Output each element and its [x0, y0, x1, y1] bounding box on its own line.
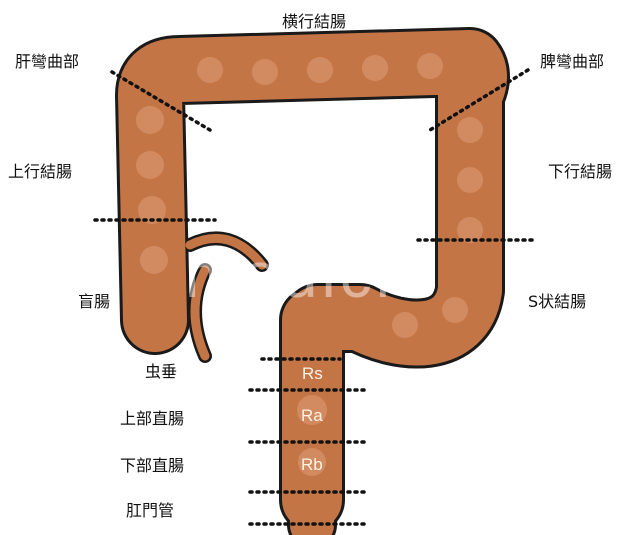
label-sigmoid-colon: S状結腸: [528, 292, 587, 311]
segment-rb: Rb: [301, 455, 323, 474]
label-splenic-flexure: 脾彎曲部: [540, 52, 605, 71]
haustra-highlights: [136, 53, 483, 476]
watermark: medick: [185, 239, 412, 311]
label-cecum: 盲腸: [78, 292, 111, 311]
label-upper-rectum: 上部直腸: [120, 409, 185, 428]
label-ascending-colon: 上行結腸: [8, 162, 73, 181]
label-appendix: 虫垂: [145, 362, 178, 381]
segment-ra: Ra: [301, 406, 323, 425]
label-anal-canal: 肛門管: [126, 501, 175, 520]
segment-rs: Rs: [302, 364, 323, 383]
label-transverse-colon: 横行結腸: [282, 12, 347, 31]
label-descending-colon: 下行結腸: [548, 162, 613, 181]
boundary-lines: [93, 68, 537, 526]
label-lower-rectum: 下部直腸: [120, 456, 185, 475]
label-hepatic-flexure: 肝彎曲部: [15, 52, 80, 71]
